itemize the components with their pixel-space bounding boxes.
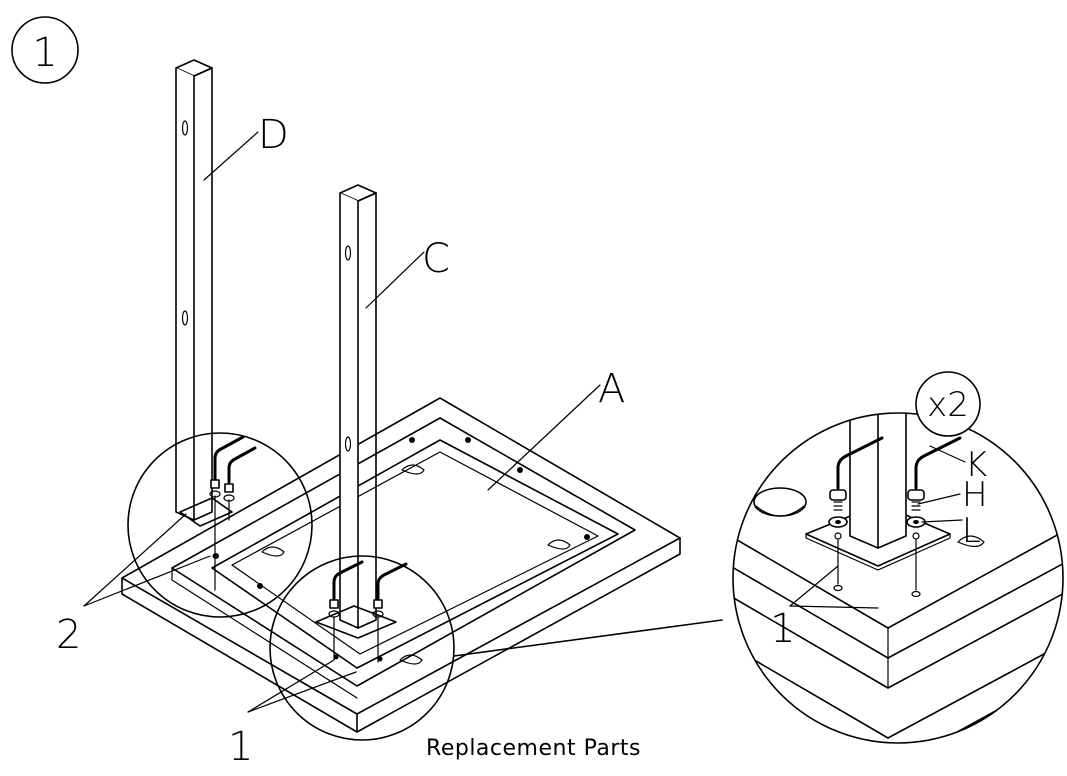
- leg-d-hardware: [209, 435, 257, 591]
- label-part-k: K: [965, 445, 987, 485]
- quantity-badge: x2: [915, 371, 981, 437]
- step-number-badge: 1: [11, 16, 79, 84]
- label-part-h: H: [962, 475, 988, 515]
- label-callout-1-left: 1: [228, 724, 253, 770]
- label-part-d: D: [258, 112, 289, 158]
- leader-k: [929, 445, 966, 463]
- leg-d: [175, 59, 257, 591]
- label-callout-2: 2: [56, 612, 81, 658]
- quantity-label: x2: [927, 385, 969, 425]
- label-part-a: A: [598, 366, 625, 412]
- leg-c: [315, 184, 408, 663]
- leg-c-hardware: [328, 560, 408, 663]
- leader-1a: [247, 659, 335, 713]
- leader-1b: [247, 671, 357, 713]
- label-callout-1-right: 1: [770, 606, 795, 652]
- leader-2b: [83, 555, 211, 607]
- caption: Replacement Parts: [426, 736, 641, 761]
- leader-c: [365, 251, 425, 309]
- label-part-l: L: [962, 511, 981, 551]
- detail-circle-2: [127, 432, 313, 618]
- leader-a: [487, 384, 601, 491]
- leader-h: [917, 493, 961, 505]
- leader-1c: [789, 565, 839, 607]
- leader-l: [921, 519, 963, 523]
- zoomed-detail: [732, 412, 1064, 744]
- leader-1d: [789, 605, 879, 609]
- detail-circle-1: [269, 555, 455, 741]
- label-part-c: C: [422, 236, 450, 282]
- step-number: 1: [32, 30, 57, 76]
- leader-2a: [83, 513, 187, 607]
- zoom-connector-line: [453, 619, 723, 657]
- leader-d: [203, 131, 259, 181]
